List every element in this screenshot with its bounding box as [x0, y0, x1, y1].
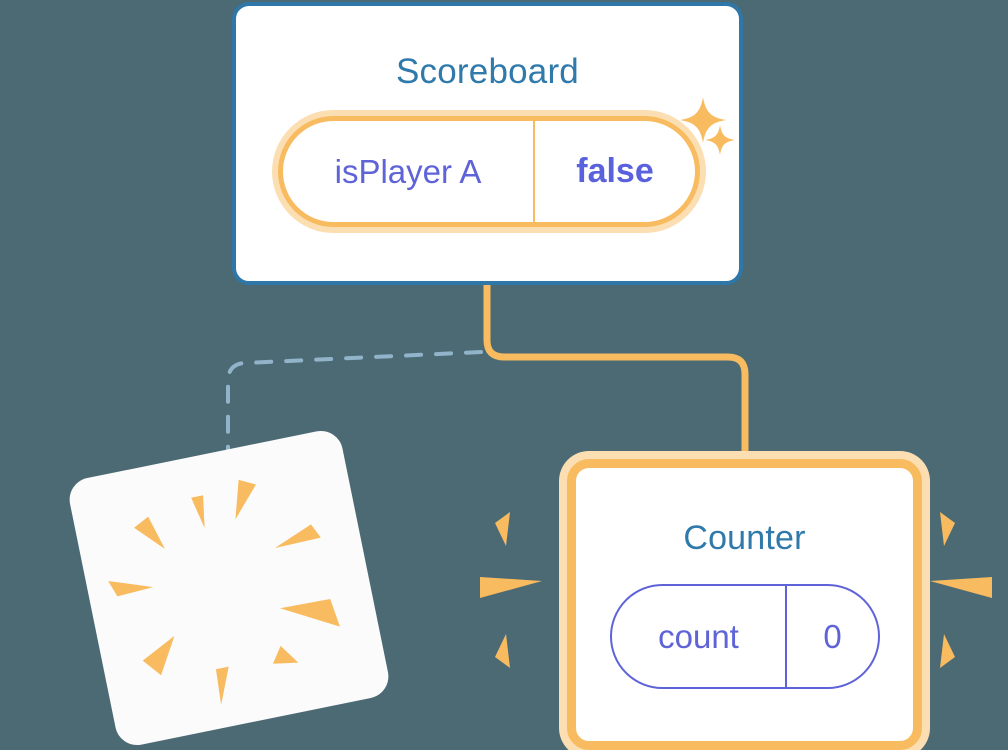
- counter-left-rays-icon: [480, 512, 542, 668]
- scoreboard-state-pill[interactable]: isPlayer A false: [278, 116, 700, 227]
- burst-rays-icon: [108, 479, 340, 705]
- scoreboard-state-value: false: [576, 152, 654, 190]
- counter-card[interactable]: Counter count 0: [567, 459, 922, 750]
- scoreboard-card[interactable]: Scoreboard isPlayer A false: [232, 2, 743, 285]
- sparkle-large-icon: [680, 97, 726, 143]
- scoreboard-title: Scoreboard: [396, 52, 579, 91]
- connector-scoreboard-to-counter: [483, 284, 749, 462]
- scoreboard-state-key: isPlayer A: [283, 121, 535, 222]
- counter-title: Counter: [683, 519, 806, 557]
- counter-right-rays-icon: [930, 512, 992, 668]
- sparkle-small-icon: [705, 125, 735, 155]
- burst-card[interactable]: [65, 427, 393, 749]
- counter-state-value: 0: [823, 617, 842, 655]
- counter-state-pill[interactable]: count 0: [610, 584, 880, 689]
- counter-state-key: count: [612, 586, 787, 687]
